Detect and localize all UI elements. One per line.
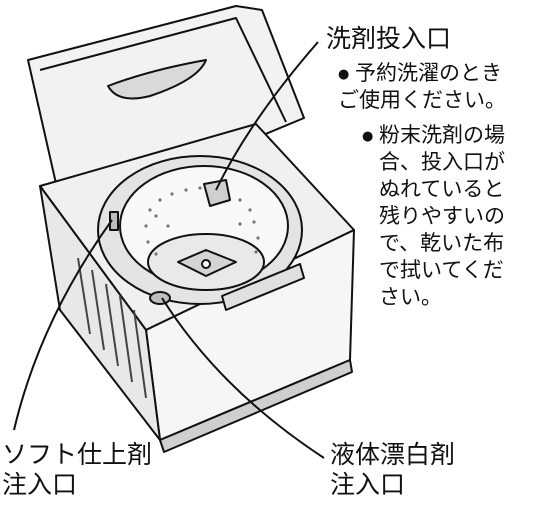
note1-line1: 予約洗濯のとき xyxy=(355,61,502,85)
bleach-inlet xyxy=(149,291,171,305)
detergent-inlet-label: 洗剤投入口 xyxy=(326,24,452,53)
softener-label-line1: ソフト仕上剤 xyxy=(2,440,153,469)
note2: 粉末洗剤の場 合、投入口が ぬれていると 残りやすいの で、乾いた布 で拭いてく… xyxy=(379,122,505,311)
bleach-label-line1: 液体漂白剤 xyxy=(330,440,456,469)
note2-bullet: ● xyxy=(362,129,374,144)
note2-line: 合、投入口が xyxy=(379,150,505,174)
note2-line: で、乾いた布 xyxy=(379,231,505,255)
control-panel xyxy=(221,263,305,311)
note2-line: さい。 xyxy=(379,285,442,309)
softener-inlet xyxy=(109,211,119,231)
note2-line: で拭いてくだ xyxy=(379,258,504,282)
note2-line: 粉末洗剤の場 xyxy=(379,123,505,147)
leader-bleach xyxy=(161,297,325,459)
detergent-box xyxy=(203,179,231,207)
lid-handle xyxy=(107,59,207,100)
bleach-inlet-label: 液体漂白剤 注入口 xyxy=(330,440,455,500)
note1-bullet: ● xyxy=(338,67,350,82)
note1-cont: ご使用ください。 xyxy=(338,87,506,114)
note1: 予約洗濯のとき xyxy=(355,60,502,87)
leader-softener xyxy=(13,219,113,431)
note2-line: 残りやすいの xyxy=(379,204,505,228)
softener-label-line2: 注入口 xyxy=(2,470,78,499)
note2-line: ぬれていると xyxy=(379,177,505,201)
leader-detergent xyxy=(215,41,319,191)
note1-line2: ご使用ください。 xyxy=(338,88,506,112)
softener-inlet-label: ソフト仕上剤 注入口 xyxy=(2,440,152,500)
bleach-label-line2: 注入口 xyxy=(330,470,406,499)
